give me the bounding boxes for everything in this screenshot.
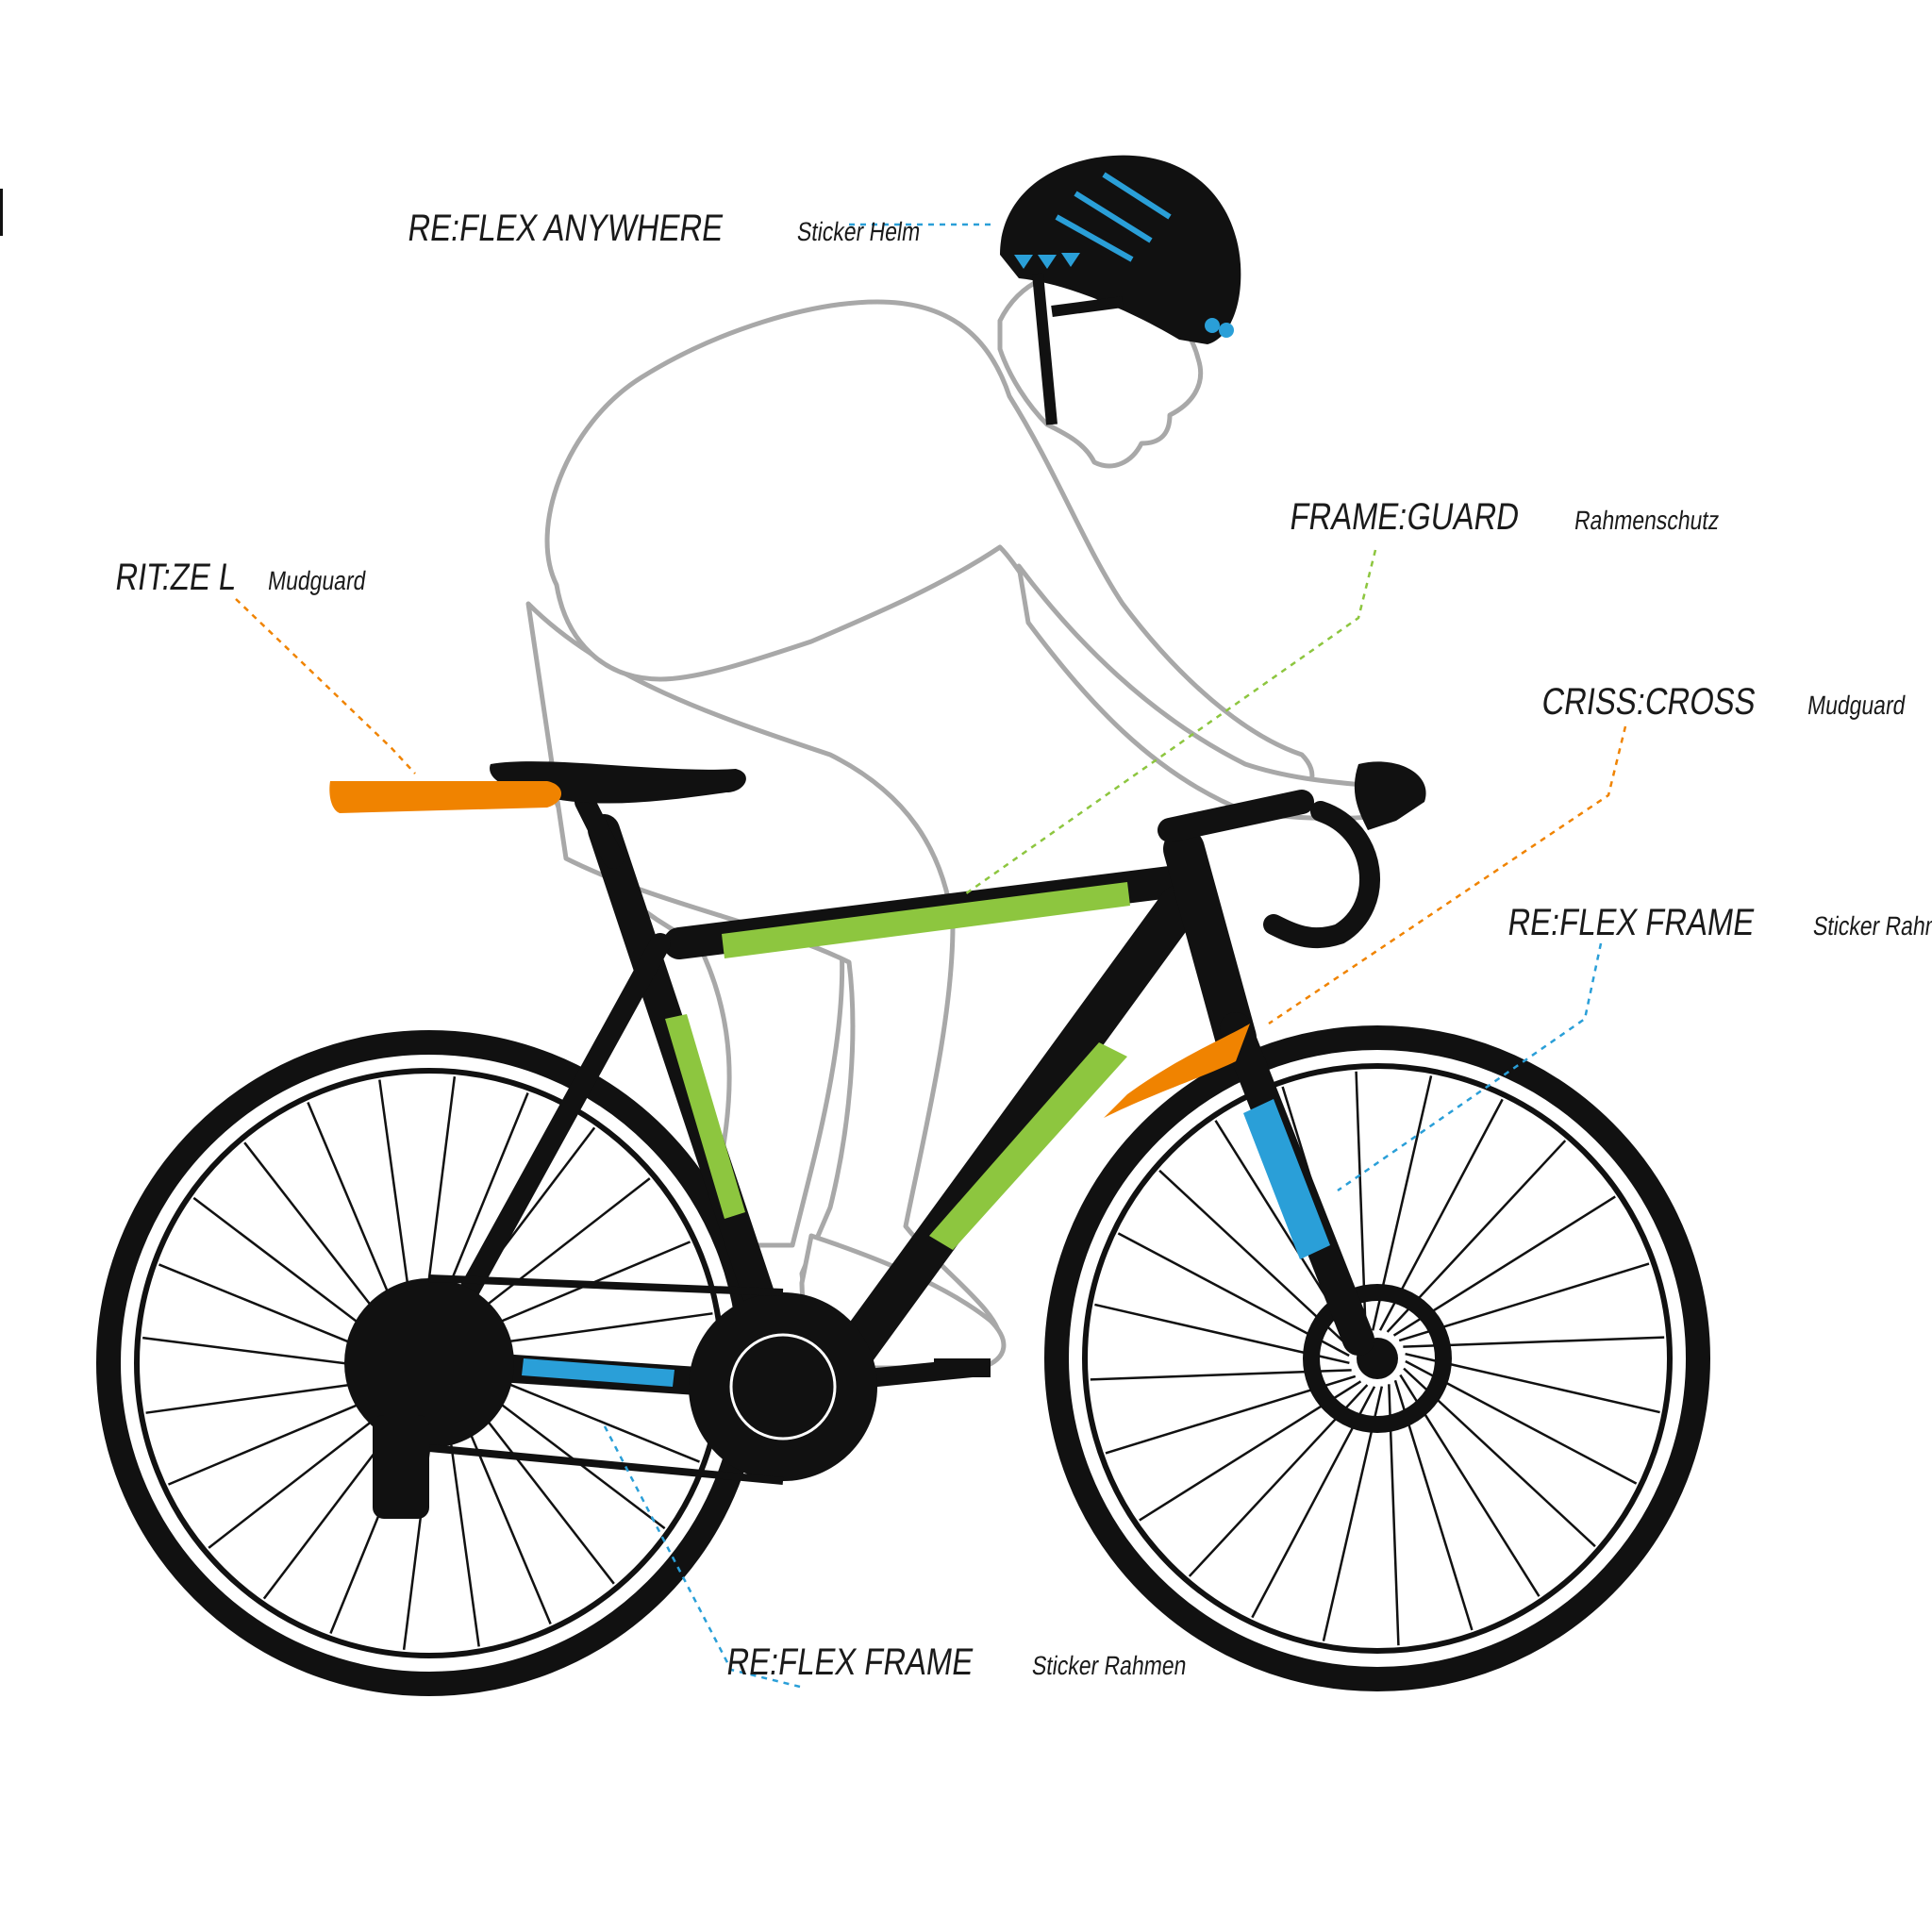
helmet-reflex-stripe xyxy=(1055,172,1172,262)
leader-ritze xyxy=(235,598,416,774)
cassette xyxy=(344,1278,514,1448)
edge-mark xyxy=(0,189,3,236)
callout-reflex-frame-rear-name: RE:FLEX FRAME xyxy=(724,1641,976,1683)
disc-brake-rotor xyxy=(1303,1284,1452,1433)
callout-ritze-name: RIT:ZE L xyxy=(112,557,240,598)
callout-frame-guard-desc: Rahmenschutz xyxy=(1572,506,1722,535)
helmet-reflex-dot xyxy=(1205,318,1220,333)
callout-reflex-frame-front: RE:FLEX FRAME Sticker Rahmen xyxy=(1505,902,1932,943)
helmet-reflex-dot xyxy=(1219,323,1234,338)
helmet xyxy=(1000,155,1241,425)
callout-ritze: RIT:ZE L Mudguard xyxy=(112,557,390,598)
shifter xyxy=(1354,761,1426,830)
callout-ritze-desc: Mudguard xyxy=(265,566,368,595)
callout-helmet-desc: Sticker Helm xyxy=(794,217,923,246)
frame-guard-down-tube xyxy=(929,1042,1127,1250)
callout-reflex-frame-front-desc: Sticker Rahmen xyxy=(1810,911,1932,941)
callout-crisscross-desc: Mudguard xyxy=(1805,691,1907,720)
reflex-frame-fork xyxy=(1243,1099,1330,1259)
callout-frame-guard-name: FRAME:GUARD xyxy=(1287,496,1523,538)
helmet-strap xyxy=(1032,273,1124,425)
stem xyxy=(1158,790,1314,842)
handlebar-drop xyxy=(1263,801,1380,949)
front-wheel xyxy=(1044,1025,1710,1691)
callout-crisscross: CRISS:CROSS Mudguard xyxy=(1539,681,1929,723)
leader-reflex-rear xyxy=(602,1424,801,1689)
rear-derailleur xyxy=(373,1415,429,1519)
callout-frame-guard: FRAME:GUARD Rahmenschutz xyxy=(1287,496,1754,538)
callout-helmet: RE:FLEX ANYWHERE Sticker Helm xyxy=(405,208,950,249)
frame-guard-seat-tube xyxy=(665,1014,745,1219)
callout-reflex-frame-rear: RE:FLEX FRAME Sticker Rahmen xyxy=(724,1641,1224,1683)
crisscross-mudguard xyxy=(1104,1024,1250,1118)
leader-frame-guard xyxy=(961,549,1377,898)
seat-post xyxy=(575,791,624,869)
reflex-frame-chainstay xyxy=(522,1358,675,1387)
pedal xyxy=(934,1358,991,1377)
leader-lines xyxy=(235,223,1627,1689)
ritze-mudguard xyxy=(329,781,561,813)
frame-guard-top-tube xyxy=(722,882,1130,958)
callout-crisscross-name: CRISS:CROSS xyxy=(1539,681,1758,723)
callout-reflex-frame-rear-desc: Sticker Rahmen xyxy=(1029,1651,1189,1680)
callout-reflex-frame-front-name: RE:FLEX FRAME xyxy=(1505,902,1757,943)
leader-reflex-front xyxy=(1337,942,1603,1192)
chainring xyxy=(689,1292,877,1481)
head-tube xyxy=(1163,828,1257,1058)
chain xyxy=(428,1274,784,1485)
callout-helmet-name: RE:FLEX ANYWHERE xyxy=(405,208,726,249)
rider-torso xyxy=(544,299,1315,800)
down-tube xyxy=(828,885,1200,1379)
leader-crisscross xyxy=(1268,725,1627,1025)
helmet-reflex-triangles xyxy=(1014,253,1080,269)
